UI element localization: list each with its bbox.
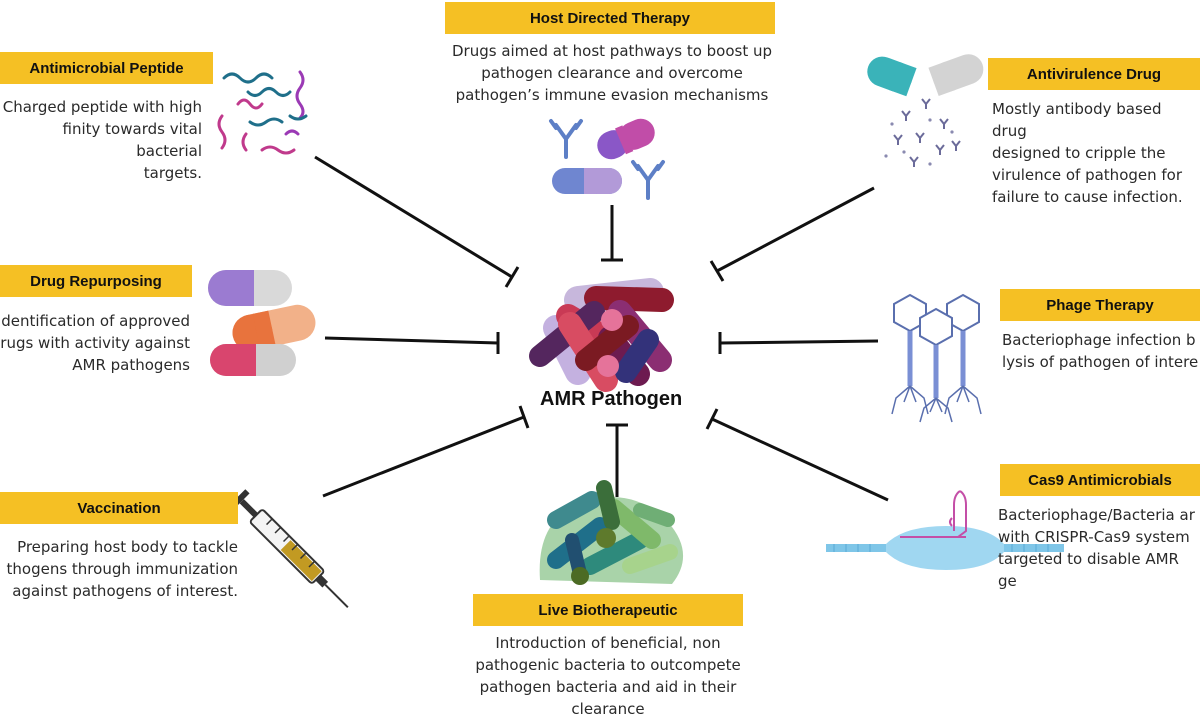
peptide-icon	[217, 70, 308, 155]
phage-therapy-description: Bacteriophage infection b lysis of patho…	[1002, 331, 1199, 371]
antimicrobial-peptide-label: Antimicrobial Peptide	[0, 52, 213, 84]
host-directed-therapy-label: Host Directed Therapy	[445, 2, 775, 34]
cas9-antimicrobials-label: Cas9 Antimicrobials	[1000, 464, 1200, 496]
cas9-antimicrobials-description: Bacteriophage/Bacteria ar with CRISPR-Ca…	[998, 506, 1195, 590]
antivirulence-drug-description: Mostly antibody based drug designed to c…	[992, 100, 1183, 206]
syringe-icon	[229, 489, 349, 608]
antimicrobial-peptide-description: Charged peptide with high finity towards…	[2, 98, 202, 182]
connector-host-directed	[601, 205, 623, 262]
cas9-dna-icon	[826, 490, 1064, 570]
drug-repurposing-label: Drug Repurposing	[0, 265, 192, 297]
vaccination-label: Vaccination	[0, 492, 238, 524]
drug-repurposing-capsules-icon	[208, 270, 316, 376]
connector-drug-repurposing	[324, 332, 500, 354]
host-directed-therapy-description: Drugs aimed at host pathways to boost up…	[451, 42, 773, 104]
phage-therapy-label: Phage Therapy	[1000, 289, 1200, 321]
drug-repurposing-description: dentification of approved rugs with acti…	[0, 312, 190, 374]
connector-live-biotherapeutic	[606, 423, 628, 497]
antivirulence-capsule-icon	[867, 54, 984, 167]
amr-pathogen-title: AMR Pathogen	[540, 388, 683, 410]
live-biotherapeutic-description: Introduction of beneficial, non pathogen…	[475, 634, 741, 718]
inhibition-connectors	[314, 155, 889, 502]
connector-antivirulence	[709, 186, 875, 282]
amr-pathogen-icon	[529, 278, 674, 392]
antivirulence-drug-label: Antivirulence Drug	[988, 58, 1200, 90]
bacteriophage-icon	[891, 293, 982, 423]
connector-phage-therapy	[718, 332, 879, 354]
connector-antimicrobial-peptide	[314, 155, 520, 288]
vaccination-description: Preparing host body to tackle thogens th…	[6, 538, 238, 600]
connector-cas9	[705, 408, 889, 502]
live-biotherapeutic-label: Live Biotherapeutic	[473, 594, 743, 626]
connector-vaccination	[322, 405, 530, 498]
beneficial-bacteria-icon	[539, 480, 684, 585]
host-directed-therapy-icon	[549, 118, 665, 200]
